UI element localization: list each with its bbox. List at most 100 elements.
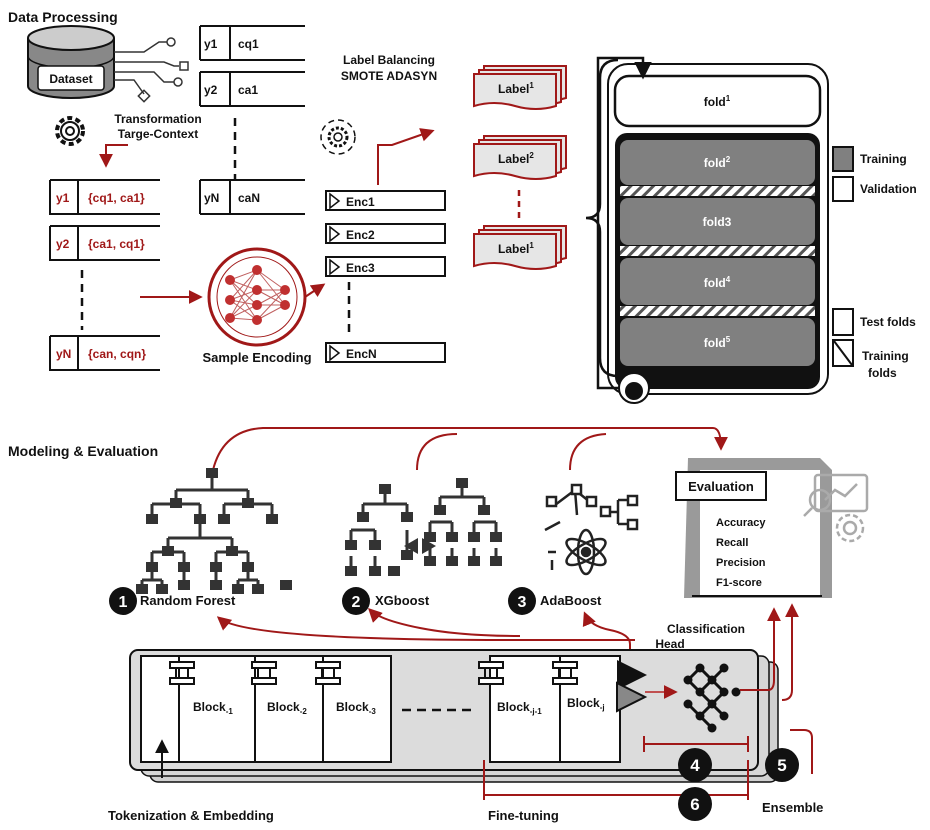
step-4: 4 (690, 756, 700, 775)
adaboost-icon (544, 483, 639, 576)
data-connector-icon (114, 37, 189, 103)
raw-row-y1: y1 (204, 37, 218, 51)
transformation-label-2: Targe-Context (118, 127, 198, 141)
ensemble-arrow (790, 729, 813, 774)
block-3: Block-3 (336, 700, 376, 716)
random-forest-nodes (136, 468, 292, 594)
transformation-label-1: Transformation (114, 112, 201, 126)
context-row-y2: y2 (56, 237, 70, 251)
modeling-title: Modeling & Evaluation (8, 443, 158, 459)
label-balancing-title: Label Balancing (343, 53, 435, 67)
classification-head-label-1: Classification (667, 622, 745, 636)
legend-test-folds: Test folds (860, 315, 916, 329)
model-badges (109, 587, 536, 615)
step-6-badge (678, 787, 712, 821)
context-row-c1: {cq1, ca1} (88, 191, 145, 205)
model-3-name: AdaBoost (540, 593, 602, 608)
neural-network-icon (207, 247, 307, 347)
output-triangle-gray-icon (616, 681, 648, 713)
model-1-number: 1 (119, 594, 128, 611)
enc-N: EncN (346, 347, 377, 361)
dataset-label: Dataset (49, 72, 92, 86)
sample-encoding-label: Sample Encoding (202, 350, 311, 365)
raw-row-y2: y2 (204, 83, 218, 97)
to-enc-arrow (304, 283, 326, 298)
context-row-cN: {can, cqn} (88, 347, 146, 361)
ensemble-label: Ensemble (762, 800, 823, 815)
rotation-loop (596, 56, 652, 390)
block-j-1: Block-j-1 (497, 700, 542, 716)
block-1: Block-1 (193, 700, 233, 716)
enc-1: Enc1 (346, 195, 375, 209)
xgboost-nodes (345, 478, 502, 576)
classification-head-icon (686, 665, 727, 730)
to-ada-arrow (582, 611, 631, 664)
step-4-badge (678, 748, 712, 782)
to-eval-curve-1 (212, 427, 728, 471)
to-eval-curve-2 (416, 433, 458, 471)
fold-3: fold3 (703, 215, 732, 229)
tokenization-label: Tokenization & Embedding (108, 808, 274, 823)
classification-head-nodes (683, 663, 741, 733)
raw-row-c2: ca1 (238, 83, 258, 97)
encoding-box (325, 190, 446, 363)
ensemble-to-eval-arrow (781, 603, 799, 701)
encoding-play-icon (329, 192, 341, 362)
head-to-eval-arrow (740, 607, 781, 691)
to-rf-arrow (216, 616, 635, 641)
label-doc (473, 65, 567, 270)
to-xgb-arrow (368, 608, 521, 637)
fold-5: fold5 (704, 335, 731, 350)
step-5: 5 (777, 756, 786, 775)
label-2: Label2 (498, 151, 534, 166)
database-icon (27, 25, 115, 99)
gear-icon (55, 116, 85, 146)
context-row-c2: {ca1, cq1} (88, 237, 145, 251)
block-connector-icons (169, 661, 578, 685)
context-row-yN: yN (56, 347, 71, 361)
data-processing-title: Data Processing (8, 9, 118, 25)
fold-legend (832, 146, 854, 367)
label-balancing-methods: SMOTE ADASYN (341, 69, 437, 83)
model-2-number: 2 (352, 594, 361, 611)
context-row (49, 179, 160, 371)
to-eval-curve-3 (569, 433, 607, 471)
transform-arrow (99, 144, 128, 168)
model-1-name: Random Forest (140, 593, 236, 608)
enc-2: Enc2 (346, 228, 375, 242)
label-1: Label1 (498, 81, 534, 96)
xgboost-icon (349, 485, 498, 566)
fine-tuning-label: Fine-tuning (488, 808, 559, 823)
legend-validation: Validation (860, 182, 917, 196)
head-bracket (643, 736, 749, 752)
raw-row-yN: yN (204, 191, 219, 205)
fold-1: fold1 (704, 94, 731, 109)
cv-folds (607, 63, 829, 395)
legend-training-folds-2: folds (868, 366, 897, 380)
raw-row-cN: caN (238, 191, 260, 205)
balancing-cycle-icon (320, 119, 356, 155)
metric-precision: Precision (716, 557, 766, 569)
metric-f1: F1-score (716, 577, 762, 589)
analytics-gear-icon (803, 473, 869, 543)
curly-brace (585, 58, 619, 378)
evaluation-panel (675, 458, 832, 598)
loop-end-icon (618, 372, 650, 404)
raw-row (199, 25, 305, 215)
enc-3: Enc3 (346, 261, 375, 275)
to-labels-arrow (377, 128, 435, 185)
metric-recall: Recall (716, 537, 748, 549)
label-3: Label1 (498, 241, 534, 256)
fold-4: fold4 (704, 275, 731, 290)
metric-accuracy: Accuracy (716, 517, 766, 529)
transformer-blocks (140, 655, 621, 763)
fold-2: fold2 (704, 155, 731, 170)
context-row-y1: y1 (56, 191, 70, 205)
step-6: 6 (690, 795, 699, 814)
block-j: Block-j (567, 696, 605, 712)
model-2-name: XGboost (375, 593, 430, 608)
raw-row-c1: cq1 (238, 37, 259, 51)
evaluation-title: Evaluation (688, 479, 754, 494)
classification-head-label-2: Head (655, 637, 684, 651)
